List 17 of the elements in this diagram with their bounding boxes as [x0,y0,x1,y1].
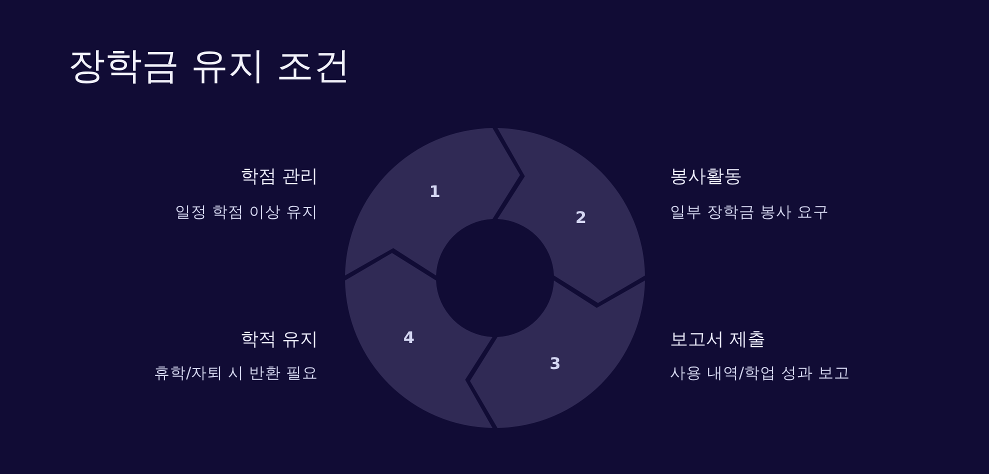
step-title: 보고서 제출 [670,329,766,351]
cycle-segment [469,280,645,428]
step-description: 휴학/자퇴 시 반환 필요 [154,363,318,383]
step-title: 학점 관리 [240,166,318,188]
step-title: 학적 유지 [240,329,318,351]
step-description: 일정 학점 이상 유지 [175,202,318,222]
cycle-segment [345,252,493,428]
step-description: 사용 내역/학업 성과 보고 [670,363,850,383]
cycle-segment [345,128,521,276]
step-number: 1 [429,182,440,201]
step-number: 4 [403,329,415,348]
cycle-segment [497,128,645,304]
title: 장학금 유지 조건 [68,43,351,89]
step-number: 2 [575,208,587,227]
step-title: 봉사활동 [670,166,742,188]
step-number: 3 [550,355,561,373]
step-description: 일부 장학금 봉사 요구 [670,202,829,222]
